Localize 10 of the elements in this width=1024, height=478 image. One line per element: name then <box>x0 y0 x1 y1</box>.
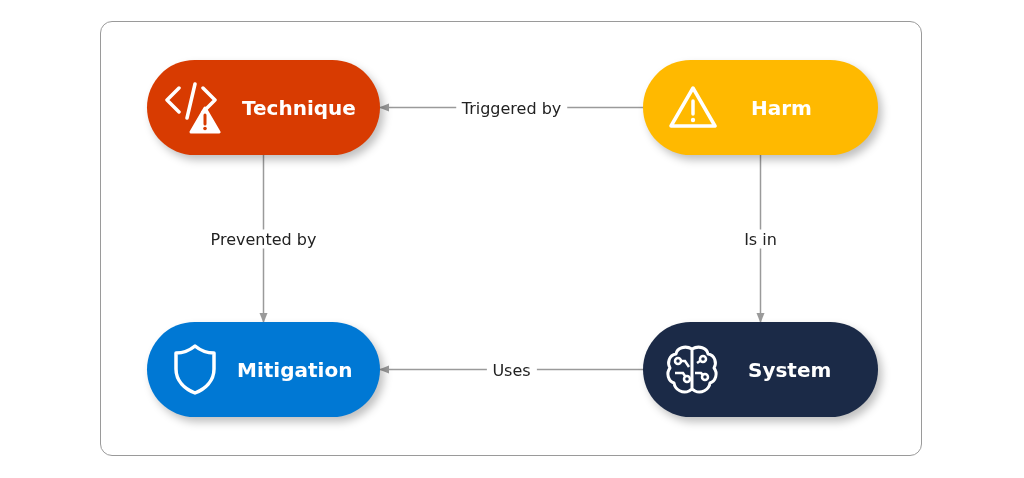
arrow <box>259 154 268 323</box>
node-label: Technique <box>242 95 356 120</box>
pill-node <box>643 322 878 417</box>
arrow <box>756 154 765 323</box>
pill-node <box>147 60 380 155</box>
node-label: System <box>748 357 832 382</box>
pill-node <box>643 60 878 155</box>
pill-node <box>147 322 380 417</box>
node-label: Mitigation <box>237 357 353 382</box>
node-label: Harm <box>751 95 812 120</box>
